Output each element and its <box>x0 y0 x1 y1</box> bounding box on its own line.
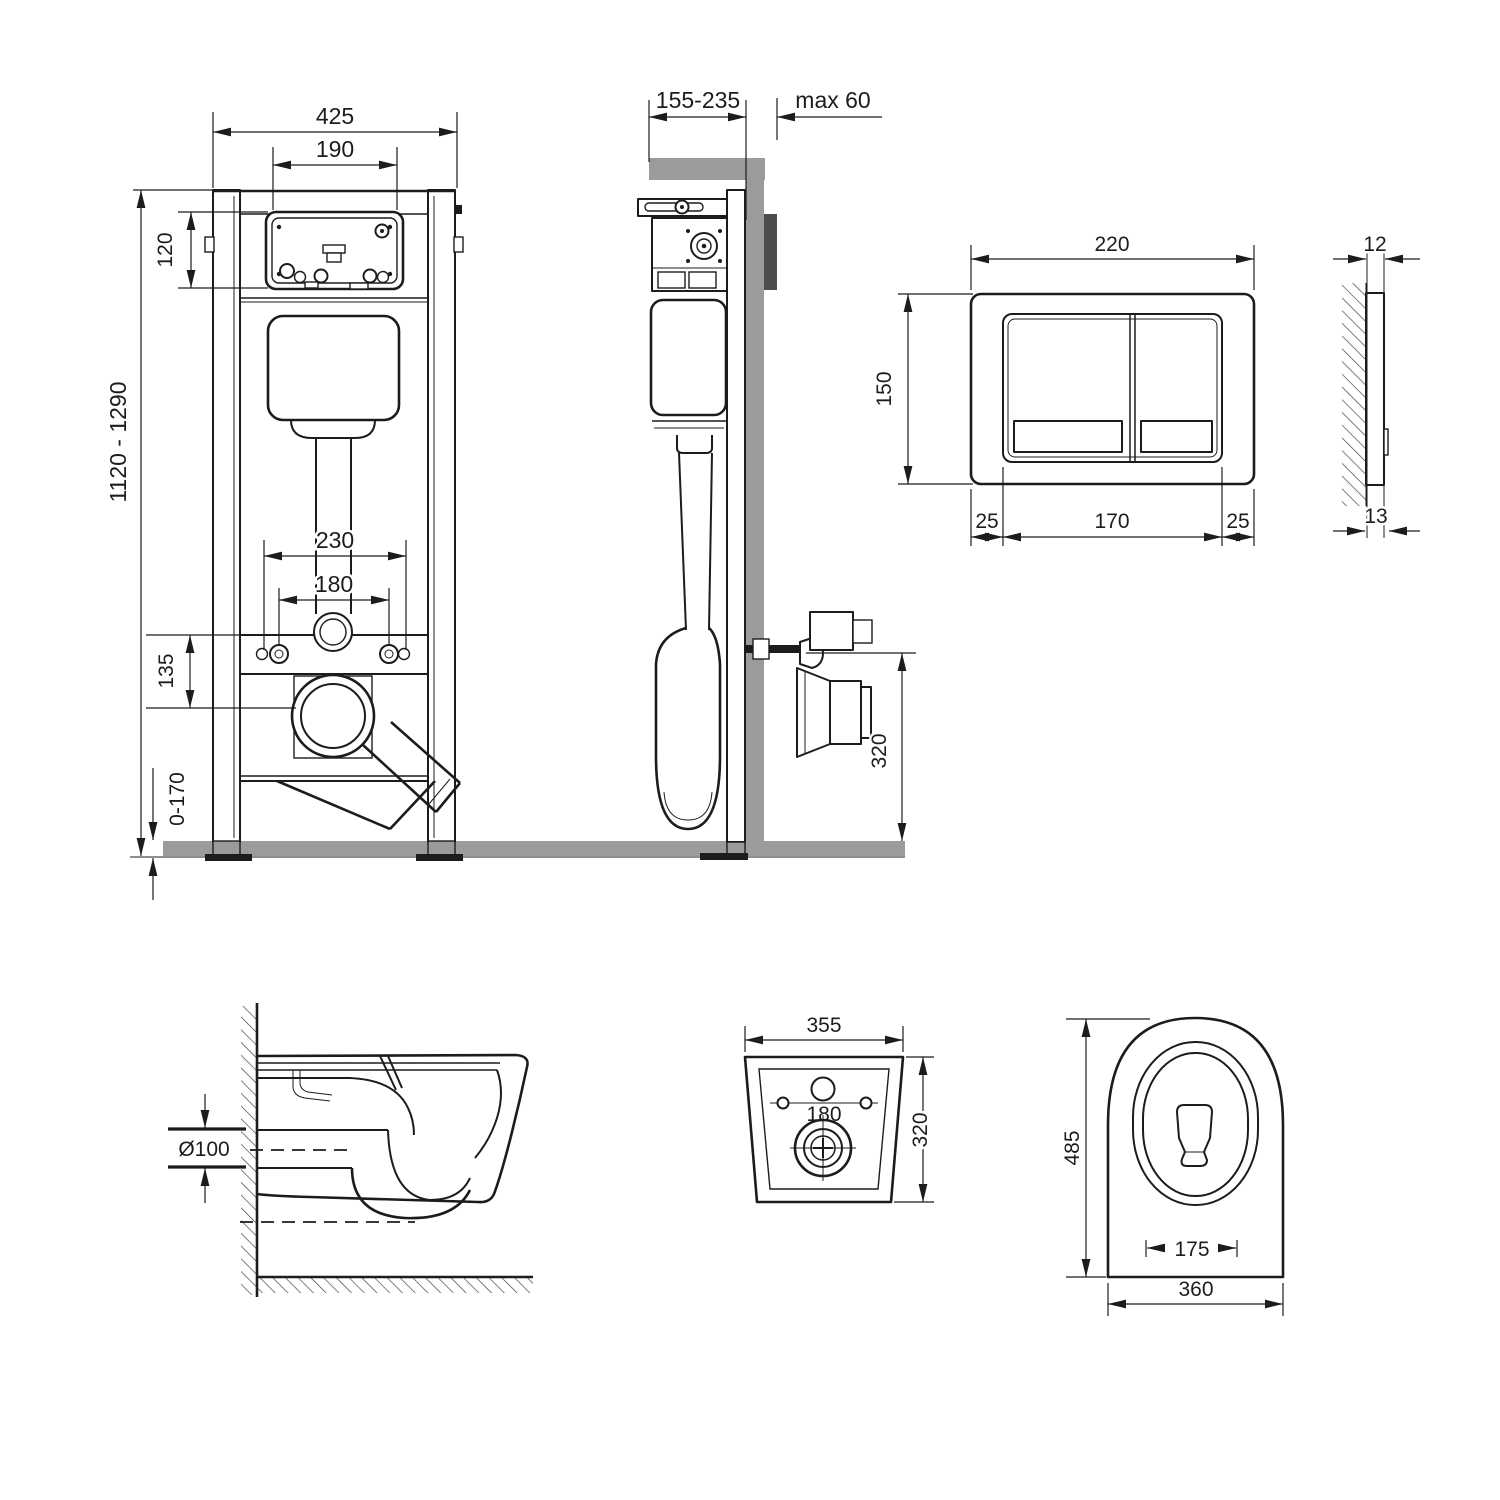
bolt-hole-left <box>776 1096 790 1110</box>
trap-curve-outer <box>350 1167 472 1220</box>
flush-plate-body <box>969 292 1256 486</box>
seat-ring <box>1132 1041 1259 1206</box>
bowl-rear-view: 180 355 320 <box>743 1012 935 1204</box>
installation-frame-front-view <box>204 189 464 861</box>
dim-access-window-width: 190 <box>316 136 354 162</box>
concealed-cistern-side <box>649 298 728 631</box>
dim-outlet-diameter: Ø100 <box>178 1138 229 1161</box>
flush-plate-front-dimensions: 220 150 25 170 25 <box>871 231 1255 546</box>
wall-mounting-bracket <box>637 198 728 217</box>
dim-outlet-height-side: 320 <box>868 733 891 768</box>
trap-outlet-top <box>1176 1104 1213 1167</box>
bolt-hole-right <box>859 1096 873 1110</box>
frame-right-rail <box>427 189 456 843</box>
bowl-top-view: 485 175 360 <box>1059 1016 1285 1316</box>
dim-mounting-depth-range: 155-235 <box>656 87 740 113</box>
bowl-outline-side <box>256 1053 529 1204</box>
dim-plate-width: 220 <box>1094 233 1129 256</box>
dim-frame-height-range: 1120 - 1290 <box>105 381 131 502</box>
cistern-protection-box-side <box>651 217 728 292</box>
outlet-socket-side <box>796 667 872 758</box>
dim-bowl-depth: 485 <box>1061 1130 1084 1165</box>
flush-plate-niche-side <box>764 214 777 290</box>
dim-leg-adjustment-range: 0-170 <box>166 772 189 826</box>
wall-hatch <box>1342 283 1366 506</box>
ceiling-bracket-bar <box>649 158 765 180</box>
flush-plate-profile <box>1365 292 1385 486</box>
dim-wall-finish-max: max 60 <box>795 87 870 113</box>
dim-plate-button-area: 170 <box>1094 510 1129 533</box>
dim-bowl-width: 355 <box>806 1014 841 1037</box>
dim-plate-thickness-bottom: 13 <box>1364 505 1387 528</box>
dim-plate-thickness-top: 12 <box>1363 233 1386 256</box>
outlet-hole-rear <box>790 1115 856 1181</box>
frame-side-rail <box>726 189 746 843</box>
flush-plate-front-view <box>969 292 1256 486</box>
installation-frame-side-view <box>637 158 873 860</box>
flush-plate-side-view: 12 13 <box>1333 231 1420 538</box>
floor-slab <box>130 841 905 858</box>
dim-bowl-height: 320 <box>909 1112 932 1147</box>
concealed-cistern-front <box>266 314 401 614</box>
dim-bolt-spacing: 180 <box>315 571 353 597</box>
dim-bowl-total-width: 360 <box>1178 1278 1213 1301</box>
bowl-side-section-view: Ø100 <box>168 1003 533 1297</box>
cistern-access-window <box>264 210 405 291</box>
dim-plate-right-margin: 25 <box>1226 510 1249 533</box>
wall-anchor-rod <box>745 611 873 669</box>
dim-seat-inner-width: 175 <box>1174 1238 1209 1261</box>
drain-elbow-side <box>654 626 722 831</box>
flush-button-large <box>1013 420 1123 453</box>
dim-drain-offset: 135 <box>155 653 178 688</box>
fixing-rods <box>255 644 411 664</box>
dim-fixing-rod-spacing: 230 <box>316 527 354 553</box>
wall-board <box>746 180 764 842</box>
dim-access-window-height: 120 <box>154 232 177 267</box>
dim-frame-total-width: 425 <box>316 103 354 129</box>
inlet-hole <box>810 1076 836 1102</box>
frame-side-dimensions: 155-235 max 60 320 <box>648 85 916 841</box>
flush-button-small <box>1140 420 1213 453</box>
dim-plate-height: 150 <box>873 371 896 406</box>
frame-front-dimensions: 425 190 120 1120 - 1290 230 180 135 0-17… <box>103 101 458 900</box>
bowl-opening <box>1142 1052 1249 1197</box>
drain-outlet-front <box>290 673 462 813</box>
dim-plate-left-margin: 25 <box>975 510 998 533</box>
floor-hatch-bowl <box>257 1277 533 1293</box>
